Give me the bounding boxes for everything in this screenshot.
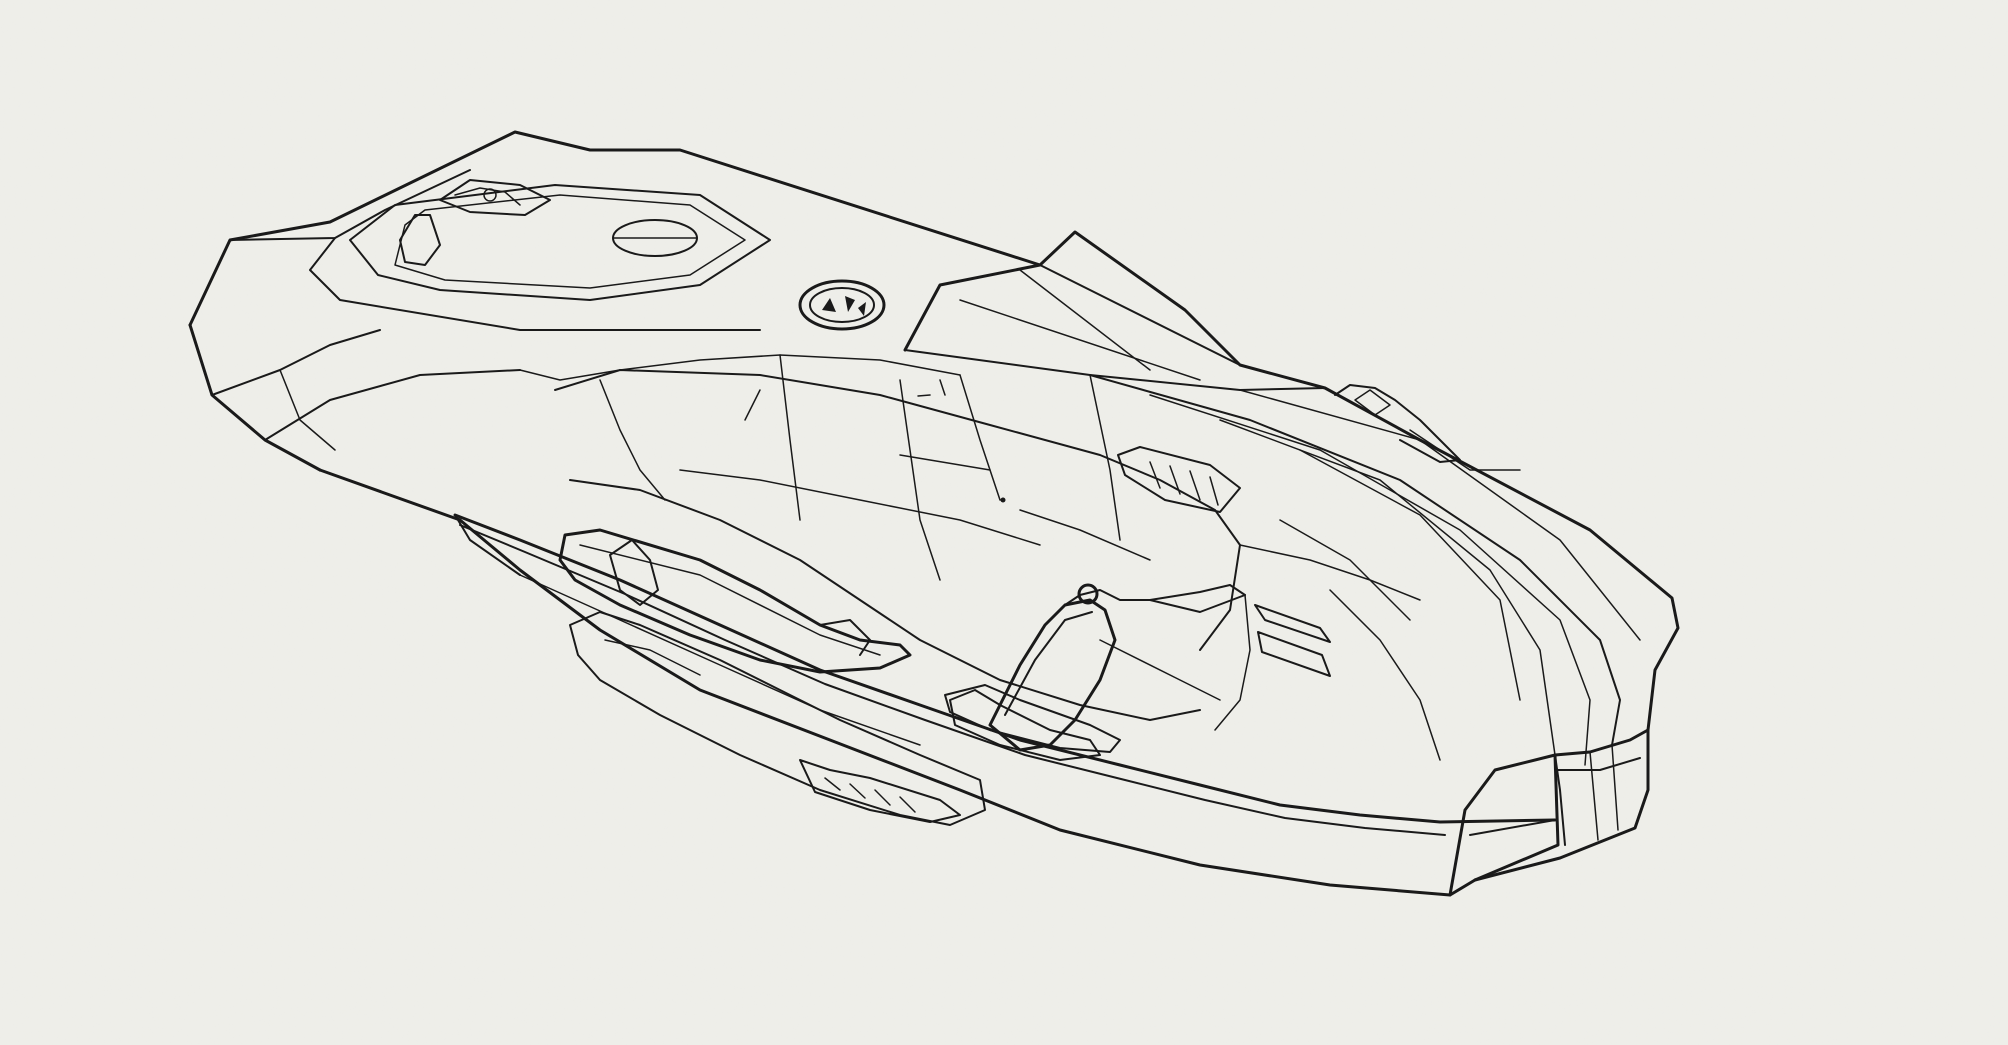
hull-outline (188, 130, 1680, 897)
forward-deck (903, 263, 1650, 841)
bow-cleat (1334, 384, 1521, 471)
steering-column (944, 583, 1251, 753)
panel-lines (519, 354, 1441, 761)
rub-rail (453, 513, 1557, 836)
fuel-cap (798, 279, 886, 331)
side-step (569, 611, 986, 826)
side-vents (1117, 446, 1331, 677)
rear-deck (211, 169, 771, 451)
seat-area (554, 369, 1241, 761)
